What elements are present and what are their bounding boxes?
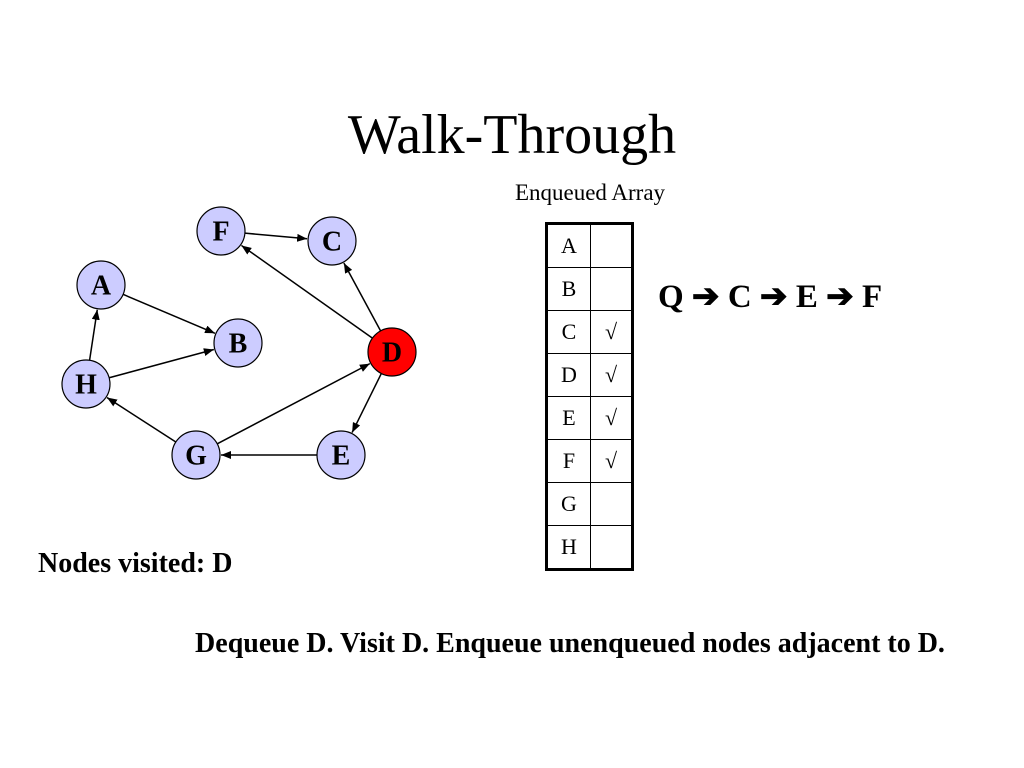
- enqueued-row-b: B: [546, 267, 633, 311]
- slide-title: Walk-Through: [347, 104, 677, 166]
- queue-state: Q ➔ C ➔ E ➔ F: [658, 276, 882, 316]
- enqueued-check-mark: [590, 267, 633, 311]
- edge-g-to-d: [216, 362, 371, 445]
- queue-item: C: [727, 279, 752, 315]
- enqueued-check-mark: [590, 223, 633, 268]
- graph-node-circle: [367, 327, 417, 377]
- enqueued-node-label: G: [546, 482, 591, 526]
- edge-g-to-h: [106, 396, 177, 443]
- queue-arrow-icon: ➔: [817, 279, 862, 315]
- edge-f-to-c: [244, 232, 308, 242]
- graph-node-f: F: [196, 206, 246, 256]
- graph-node-circle: [213, 318, 263, 368]
- enqueued-array-caption: Enqueued Array: [514, 180, 666, 205]
- queue-item: E: [795, 279, 818, 315]
- graph-node-circle: [171, 430, 221, 480]
- graph-node-c: C: [307, 216, 357, 266]
- graph-node-label: C: [322, 227, 342, 258]
- graph-node-a: A: [76, 260, 126, 310]
- graph-node-label: G: [185, 441, 207, 472]
- enqueued-node-label: C: [546, 310, 591, 354]
- enqueued-row-f: F√: [546, 439, 633, 483]
- graph-nodes: F C A B D H G E: [61, 206, 417, 480]
- graph-node-circle: [307, 216, 357, 266]
- enqueued-node-label: H: [546, 525, 591, 570]
- graph-node-circle: [76, 260, 126, 310]
- enqueued-row-a: A: [546, 223, 633, 268]
- graph-node-circle: [316, 430, 366, 480]
- enqueued-node-label: D: [546, 353, 591, 397]
- nodes-visited-label: Nodes visited:: [38, 548, 206, 579]
- queue-items: ➔ C ➔ E ➔ F: [692, 279, 882, 315]
- enqueued-check-mark: √: [590, 353, 633, 397]
- enqueued-check-mark: [590, 525, 633, 570]
- graph-node-label: D: [382, 338, 402, 369]
- graph-node-circle: [196, 206, 246, 256]
- enqueued-check-mark: √: [590, 396, 633, 440]
- enqueued-node-label: E: [546, 396, 591, 440]
- queue-item: F: [862, 279, 883, 315]
- graph-node-label: F: [212, 217, 229, 248]
- queue-label: Q: [658, 279, 684, 315]
- queue-arrow-icon: ➔: [751, 279, 796, 315]
- graph-node-label: B: [229, 329, 248, 360]
- graph-node-e: E: [316, 430, 366, 480]
- enqueued-row-g: G: [546, 482, 633, 526]
- graph-node-label: H: [75, 370, 97, 401]
- nodes-visited: Nodes visited: D: [38, 548, 232, 580]
- nodes-visited-value: D: [212, 548, 233, 579]
- edge-d-to-e: [351, 373, 383, 433]
- graph-node-h: H: [61, 359, 111, 409]
- edge-h-to-b: [108, 348, 215, 379]
- edge-h-to-a: [88, 309, 100, 361]
- enqueued-node-label: B: [546, 267, 591, 311]
- edge-d-to-f: [240, 244, 373, 339]
- enqueued-check-mark: √: [590, 439, 633, 483]
- enqueued-node-label: A: [546, 223, 591, 268]
- edge-d-to-c: [343, 262, 382, 332]
- graph-node-g: G: [171, 430, 221, 480]
- enqueued-check-mark: √: [590, 310, 633, 354]
- step-description: Dequeue D. Visit D. Enqueue unenqueued n…: [195, 628, 945, 659]
- queue-arrow-icon: ➔: [691, 279, 728, 315]
- enqueued-node-label: F: [546, 439, 591, 483]
- graph-node-d: D: [367, 327, 417, 377]
- enqueued-check-mark: [590, 482, 633, 526]
- graph-node-label: A: [91, 271, 112, 302]
- enqueued-row-c: C√: [546, 310, 633, 354]
- enqueued-row-h: H: [546, 525, 633, 570]
- graph-node-b: B: [213, 318, 263, 368]
- edge-a-to-b: [122, 293, 216, 334]
- graph-node-label: E: [332, 441, 351, 472]
- enqueued-row-e: E√: [546, 396, 633, 440]
- enqueued-row-d: D√: [546, 353, 633, 397]
- graph-node-circle: [61, 359, 111, 409]
- graph-edges: [88, 232, 383, 459]
